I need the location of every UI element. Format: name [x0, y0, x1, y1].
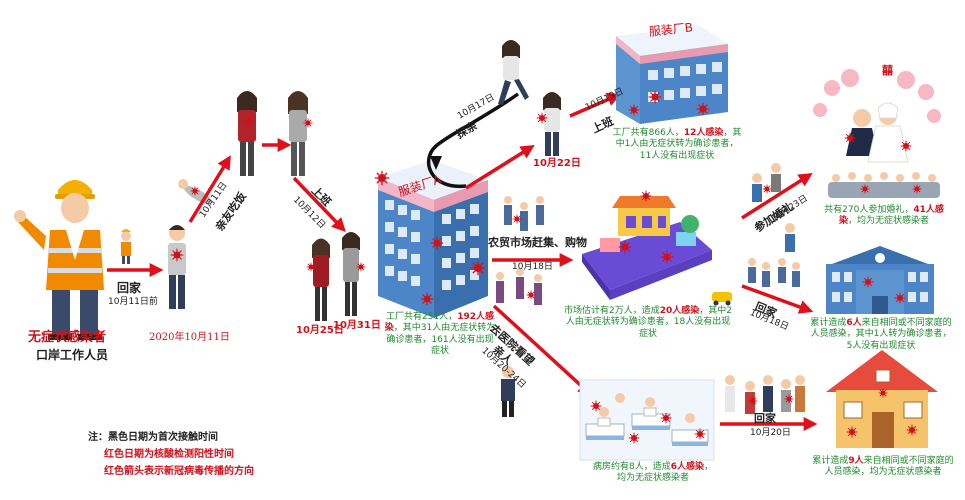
arrow-go-work: [292, 176, 346, 233]
home-date: 10月20日: [750, 428, 791, 438]
positive-date: 2020年10月11日: [149, 332, 230, 343]
school-building: [826, 246, 934, 314]
home-house: [826, 350, 938, 448]
child-figure-small: [121, 229, 131, 264]
legend-line-black-date: 黑色日期为首次接触时间: [108, 432, 218, 443]
arrow-to-factory-b-worker: [465, 145, 535, 190]
arrow-wedding: [741, 172, 813, 220]
factory-b-description: 工厂共有866人，12人感染，其中1人由无症状转为确诊患者，11人没有出现症状: [612, 128, 742, 161]
arrow-school: [741, 284, 814, 314]
patient-zero-subtitle: 口岸工作人员: [36, 348, 109, 362]
patient-zero-worker-figure: [14, 180, 104, 340]
factory-b-building: [616, 26, 728, 124]
market-date: 10月18日: [512, 262, 553, 272]
home-label: 回家: [754, 412, 776, 425]
wedding-illustration: [813, 69, 941, 198]
market-illustration: [582, 190, 732, 306]
women-walking-figures: [306, 232, 366, 321]
arrow-hospital: [492, 304, 593, 396]
woman-coworker-figure: [288, 91, 313, 176]
arrow-visit-friends: [188, 155, 231, 223]
factory-a-description: 工厂共有251人，192人感染，其中31人由无症状转为确诊患者，161人没有出现…: [384, 312, 496, 356]
wedding-description: 共有270人参加婚礼，41人感染，均为无症状感染者: [824, 205, 944, 227]
date-oct-25: 10月25日: [296, 325, 344, 336]
wedding-sign: 囍: [882, 64, 893, 77]
date-oct-22: 10月22日: [533, 158, 581, 169]
wedding-guests-figures: [752, 163, 795, 252]
go-home-date: 10月11日前: [108, 297, 158, 307]
market-description: 市场估计有2万人，造成20人感染，其中2人由无症状转为确诊患者，18人没有出现症…: [564, 306, 732, 339]
hospital-ward-illustration: [579, 379, 715, 461]
family-members-figures: [725, 375, 805, 414]
legend-line-red-arrow: 红色箭头表示新冠病毒传播的方向: [104, 466, 254, 477]
date-oct-31: 10月31日: [333, 320, 381, 331]
hospital-description: 病房约有8人，造成6人感染，均为无症状感染者: [592, 462, 713, 484]
relative-woman-figure: [498, 40, 529, 105]
arrow-work-factory-b: [569, 92, 622, 118]
legend-line-red-date: 红色日期为核酸检测阳性时间: [104, 449, 234, 460]
patient-zero-title: 无症状感染者: [28, 330, 107, 345]
hospital-visitor-figure: [501, 366, 515, 417]
infected-boy-figure: [168, 225, 186, 309]
market-crowd-figures: [496, 196, 544, 305]
factory-a-building: [374, 160, 488, 318]
arrow-visit-relatives-contact: [426, 92, 520, 188]
market-label: 农贸市场赶集、购物: [488, 236, 587, 249]
legend-title: 注：: [88, 432, 108, 443]
factory-b-worker-figure: [536, 92, 561, 156]
school-children-figures: [748, 258, 800, 287]
woman-friend-figure: [237, 91, 257, 176]
school-description: 累计造成6人来自相同或不同家庭的人员感染，其中1人转为确诊患者，5人没有出现症状: [810, 318, 952, 351]
home-description: 累计造成9人来自相同或不同家庭的人员感染，均为无症状感染者: [812, 456, 954, 478]
go-home-label: 回家: [117, 281, 142, 295]
